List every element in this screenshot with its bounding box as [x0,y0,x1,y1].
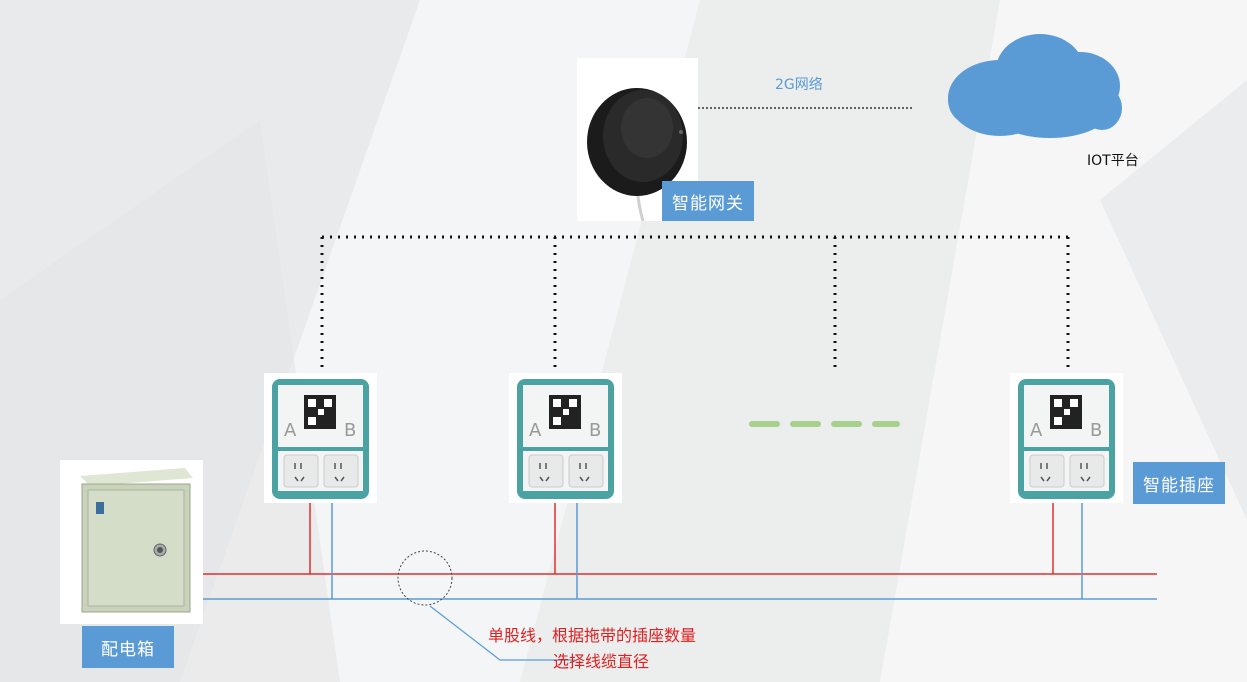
smart-socket-label: 智能插座 [1133,462,1225,504]
gateway-image [587,88,687,222]
port-a-label: A [529,420,542,441]
cloud-label: IOT平台 [1087,153,1139,169]
gateway-label: 智能网关 [662,181,754,221]
port-a-label: A [1030,420,1043,441]
distribution-box-device [60,460,203,624]
socket-image [517,379,614,499]
port-b-label: B [589,420,602,441]
cable-note-line1: 单股线，根据拖带的插座数量 [488,626,697,645]
smart-socket-1: A B [264,373,377,503]
distribution-box-label: 配电箱 [82,626,174,668]
distribution-box-image [80,468,193,613]
smart-socket-3: A B [1010,373,1123,503]
network-label: 2G网络 [775,77,823,93]
port-b-label: B [344,420,357,441]
blue-wire [198,502,1157,600]
port-a-label: A [284,420,297,441]
red-wire [198,502,1157,575]
callout-leader [429,605,575,661]
socket-image [272,379,369,499]
port-b-label: B [1090,420,1103,441]
cloud-icon [948,34,1122,138]
cable-note-line2: 选择线缆直径 [553,652,650,671]
callout-circle [397,550,453,606]
socket-image [1018,379,1115,499]
smart-socket-2: A B [509,373,622,503]
